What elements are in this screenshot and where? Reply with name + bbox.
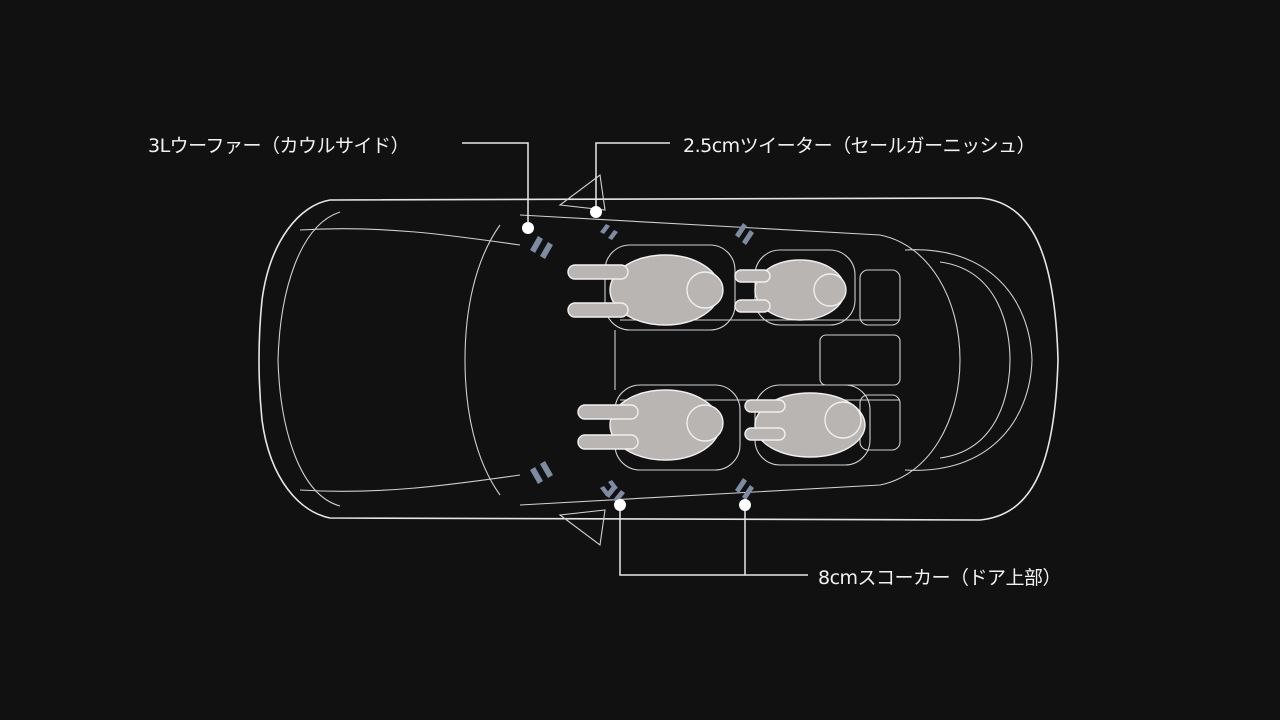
rear-right-occupant xyxy=(744,384,871,466)
woofer-right-icon xyxy=(530,461,553,484)
door-speaker-label: 8cmスコーカー（ドア上部） xyxy=(818,567,1062,589)
door-speaker-rear-right-icon xyxy=(735,478,754,500)
door-speaker-front-right-icon xyxy=(605,485,625,503)
front-left-occupant xyxy=(567,244,736,331)
front-right-occupant xyxy=(577,384,741,471)
callout-lines xyxy=(462,142,808,576)
tweeter-right-icon xyxy=(600,480,618,496)
tweeter-label: 2.5cmツイーター（セールガーニッシュ） xyxy=(683,135,1036,157)
occupants xyxy=(567,244,871,471)
tweeter-left-icon xyxy=(600,224,618,240)
door-speaker-rear-left-icon xyxy=(735,223,754,245)
speakers xyxy=(530,223,754,503)
woofer-left-icon xyxy=(530,236,553,259)
woofer-label: 3Lウーファー（カウルサイド） xyxy=(148,135,410,157)
car-outline xyxy=(258,174,1059,546)
rear-left-occupant xyxy=(734,249,856,326)
